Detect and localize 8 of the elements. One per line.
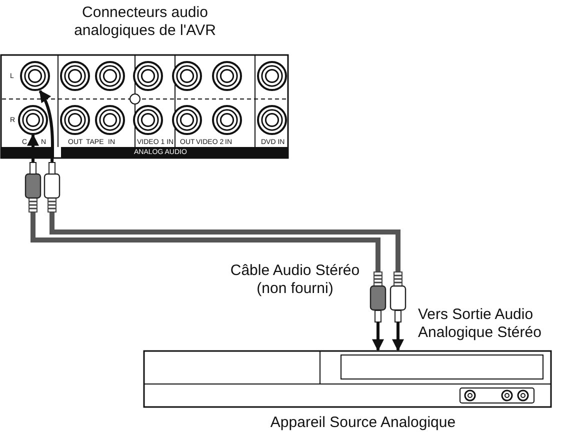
device-label: Appareil Source Analogique	[269, 414, 457, 432]
arrow	[372, 322, 384, 352]
arrow	[392, 322, 404, 352]
connection-note: Vers Sortie Audio Analogique Stéréo	[418, 306, 542, 342]
arrow	[38, 90, 54, 162]
cable-caption: Câble Audio Stéréo (non fourni)	[229, 262, 361, 298]
panel-heading: Connecteurs audio analogiques de l'AVR	[73, 4, 217, 40]
arrow	[27, 134, 39, 162]
